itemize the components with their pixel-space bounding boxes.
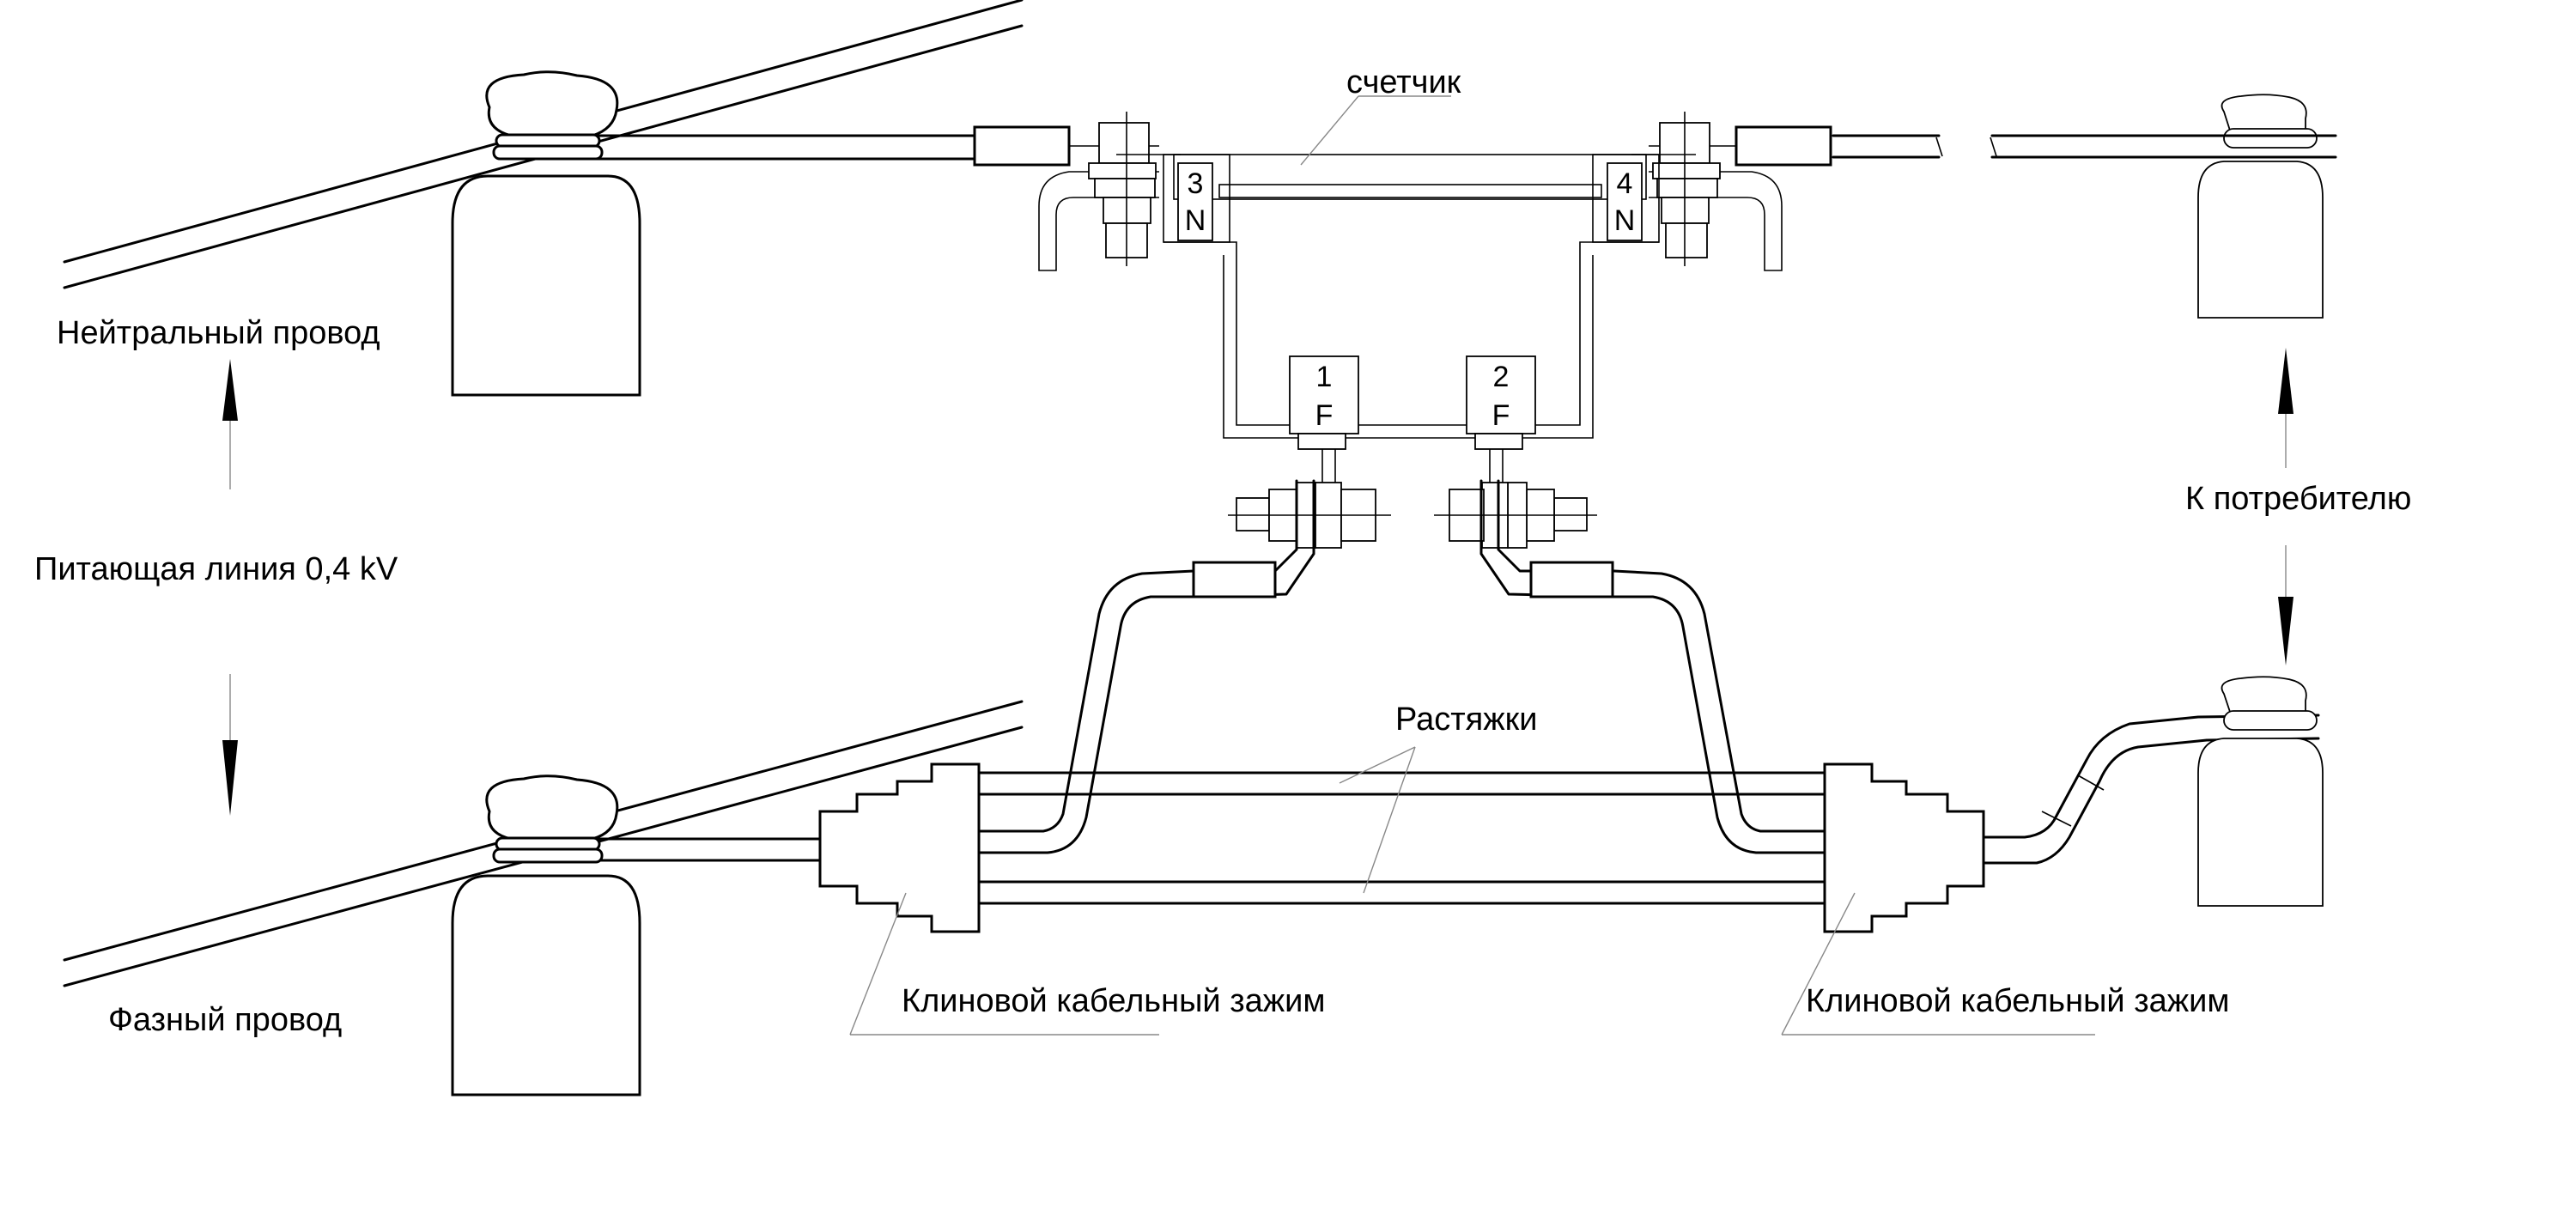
to-consumer-label: К потребителю (2185, 481, 2411, 517)
phase-bolt-left (1228, 449, 1391, 549)
terminal-3-letter: N (1185, 204, 1206, 237)
wedge-clamp-right (1823, 762, 1985, 933)
phase-jumper-left (977, 479, 1315, 854)
terminal-3: 3 N (1177, 162, 1213, 241)
phase-bolt-right (1434, 449, 1597, 549)
leader-meter (1300, 95, 1451, 166)
consumer-arrow-up (2278, 348, 2293, 468)
meter-label: счетчик (1346, 64, 1461, 100)
neutral-connector-right (1735, 125, 1832, 167)
terminal-1-number: 1 (1316, 361, 1333, 393)
neutral-bolt-right (1631, 112, 1783, 271)
consumer-arrow-down (2278, 545, 2293, 665)
brace-rods (977, 771, 1826, 905)
terminal-3-number: 3 (1188, 167, 1204, 200)
leader-braces (1339, 746, 1416, 894)
top-right-wire (1832, 134, 2337, 159)
neutral-wire-label: Нейтральный провод (57, 315, 380, 351)
terminal-2-letter: F (1492, 399, 1510, 432)
terminal-4: 4 N (1607, 162, 1643, 241)
leader-clamp-right (1781, 892, 2095, 1036)
phase-wire-label: Фазный провод (108, 1002, 342, 1038)
neutral-connector-left (973, 125, 1071, 167)
wedge-clamp-left (818, 762, 981, 933)
terminal-2-number: 2 (1493, 361, 1510, 393)
supply-line-arrow-up (222, 359, 238, 489)
terminal-1: 1 F (1289, 355, 1359, 450)
top-left-insulator (451, 70, 641, 397)
leader-clamp-left (849, 892, 1159, 1036)
top-right-insulator (2197, 94, 2324, 319)
terminal-2: 2 F (1466, 355, 1536, 450)
bottom-left-insulator (451, 774, 641, 1096)
terminal-4-number: 4 (1617, 167, 1633, 200)
wedge-clamp-left-label: Клиновой кабельный зажим (902, 983, 1326, 1019)
terminal-4-letter: N (1614, 204, 1636, 237)
braces-label: Растяжки (1395, 702, 1537, 738)
bottom-right-insulator (2197, 676, 2324, 907)
electricity-meter (1163, 154, 1660, 439)
terminal-1-letter: F (1315, 399, 1334, 432)
consumer-output-wire (1982, 714, 2320, 865)
neutral-bolt-left (1038, 112, 1181, 271)
phase-jumper-right (1479, 479, 1826, 854)
wedge-clamp-right-label: Клиновой кабельный зажим (1806, 983, 2230, 1019)
supply-line-label: Питающая линия 0,4 kV (34, 551, 398, 587)
supply-line-arrow-down (222, 674, 238, 816)
